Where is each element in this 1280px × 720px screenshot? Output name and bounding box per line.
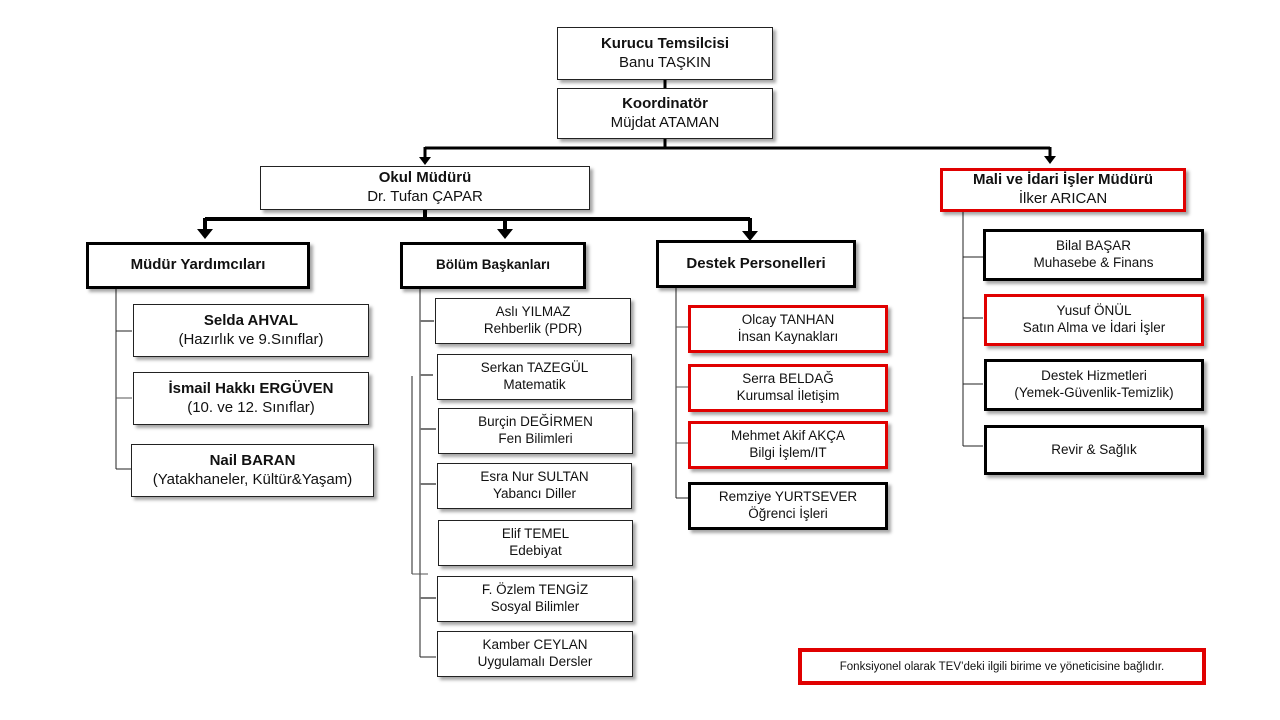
department-heads-header: Bölüm Başkanları: [400, 242, 586, 289]
vice-principal-card: İsmail Hakkı ERGÜVEN (10. ve 12. Sınıfla…: [133, 372, 369, 425]
department-head-name: Kamber CEYLAN: [482, 637, 588, 653]
finance-admin-card-line2: (Yemek-Güvenlik-Temizlik): [1014, 385, 1174, 400]
finance-admin-card: Bilal BAŞAR Muhasebe & Finans: [983, 229, 1204, 281]
finance-admin-card-line1: Bilal BAŞAR: [1055, 238, 1132, 254]
support-staff-card: Serra BELDAĞ Kurumsal İletişim: [688, 364, 888, 412]
finance-admin-card-line2: Satın Alma ve İdari İşler: [1022, 320, 1166, 335]
department-head-card: Burçin DEĞİRMEN Fen Bilimleri: [438, 408, 633, 454]
department-head-card: Elif TEMEL Edebiyat: [438, 520, 633, 566]
vice-principal-role: (Yatakhaneler, Kültür&Yaşam): [152, 470, 353, 488]
finance-admin-card-line2: Muhasebe & Finans: [1033, 255, 1154, 270]
vice-principal-name: İsmail Hakkı ERGÜVEN: [168, 379, 334, 397]
vice-principal-name: Selda AHVAL: [203, 311, 299, 329]
principal-name: Dr. Tufan ÇAPAR: [367, 188, 483, 205]
finance-admin-box: Mali ve İdari İşler Müdürü İlker ARICAN: [940, 168, 1186, 212]
principal-title: Okul Müdürü: [378, 169, 472, 187]
support-staff-name: Olcay TANHAN: [741, 312, 835, 328]
footnote-box: Fonksiyonel olarak TEV’deki ilgili birim…: [798, 648, 1206, 685]
department-head-name: Esra Nur SULTAN: [480, 469, 589, 485]
department-head-dept: Fen Bilimleri: [498, 431, 573, 446]
support-staff-name: Serra BELDAĞ: [742, 371, 834, 387]
finance-admin-card: Revir & Sağlık: [984, 425, 1204, 475]
arrow-to-depts: [497, 229, 513, 239]
department-head-card: F. Özlem TENGİZ Sosyal Bilimler: [437, 576, 633, 622]
coordinator-title: Koordinatör: [622, 94, 708, 112]
finance-admin-name: İlker ARICAN: [1018, 190, 1108, 207]
support-staff-card: Olcay TANHAN İnsan Kaynakları: [688, 305, 888, 353]
department-head-dept: Yabancı Diller: [492, 486, 577, 501]
vice-principals-header: Müdür Yardımcıları: [86, 242, 310, 289]
department-head-dept: Edebiyat: [509, 543, 562, 558]
support-staff-card: Remziye YURTSEVER Öğrenci İşleri: [688, 482, 888, 530]
finance-admin-card: Destek Hizmetleri (Yemek-Güvenlik-Temizl…: [984, 359, 1204, 411]
department-head-dept: Rehberlik (PDR): [483, 321, 583, 336]
finance-admin-card: Yusuf ÖNÜL Satın Alma ve İdari İşler: [984, 294, 1204, 346]
support-staff-header: Destek Personelleri: [656, 240, 856, 288]
coordinator-box: Koordinatör Müjdat ATAMAN: [557, 88, 773, 139]
department-head-name: Burçin DEĞİRMEN: [478, 414, 593, 430]
founder-box: Kurucu Temsilcisi Banu TAŞKIN: [557, 27, 773, 80]
founder-name: Banu TAŞKIN: [619, 53, 711, 71]
arrow-to-vice: [197, 229, 213, 239]
support-staff-unit: Kurumsal İletişim: [736, 388, 840, 403]
finance-admin-title: Mali ve İdari İşler Müdürü: [972, 171, 1154, 189]
support-staff-name: Mehmet Akif AKÇA: [730, 428, 846, 444]
support-staff-unit: İnsan Kaynakları: [737, 329, 839, 344]
department-head-dept: Sosyal Bilimler: [490, 599, 580, 614]
vice-principal-card: Selda AHVAL (Hazırlık ve 9.Sınıflar): [133, 304, 369, 357]
support-staff-title: Destek Personelleri: [686, 254, 826, 272]
support-staff-unit: Bilgi İşlem/IT: [749, 445, 827, 460]
support-staff-card: Mehmet Akif AKÇA Bilgi İşlem/IT: [688, 421, 888, 469]
arrow-to-support: [742, 231, 758, 241]
founder-title: Kurucu Temsilcisi: [600, 34, 730, 52]
finance-admin-card-line1: Revir & Sağlık: [1051, 441, 1137, 457]
vice-principals-title: Müdür Yardımcıları: [130, 256, 266, 274]
department-head-card: Serkan TAZEGÜL Matematik: [437, 354, 632, 400]
vice-principal-card: Nail BARAN (Yatakhaneler, Kültür&Yaşam): [131, 444, 374, 497]
vice-principal-role: (Hazırlık ve 9.Sınıflar): [178, 330, 324, 348]
footnote-text: Fonksiyonel olarak TEV’deki ilgili birim…: [839, 660, 1165, 673]
support-staff-name: Remziye YURTSEVER: [718, 489, 858, 505]
vice-principal-name: Nail BARAN: [209, 451, 296, 469]
department-head-name: Serkan TAZEGÜL: [480, 360, 589, 376]
department-heads-title: Bölüm Başkanları: [435, 257, 551, 273]
department-head-name: F. Özlem TENGİZ: [481, 582, 589, 598]
department-head-name: Aslı YILMAZ: [495, 304, 571, 320]
principal-box: Okul Müdürü Dr. Tufan ÇAPAR: [260, 166, 590, 210]
arrow-to-principal: [419, 157, 431, 165]
department-head-card: Esra Nur SULTAN Yabancı Diller: [437, 463, 632, 509]
department-head-card: Kamber CEYLAN Uygulamalı Dersler: [437, 631, 633, 677]
department-head-name: Elif TEMEL: [501, 526, 570, 542]
coordinator-name: Müjdat ATAMAN: [610, 113, 720, 131]
arrow-to-finance: [1044, 156, 1056, 164]
department-head-card: Aslı YILMAZ Rehberlik (PDR): [435, 298, 631, 344]
finance-admin-card-line1: Destek Hizmetleri: [1041, 368, 1147, 384]
support-staff-unit: Öğrenci İşleri: [748, 506, 828, 521]
finance-admin-card-line1: Yusuf ÖNÜL: [1056, 303, 1132, 319]
department-head-dept: Uygulamalı Dersler: [477, 654, 593, 669]
vice-principal-role: (10. ve 12. Sınıflar): [187, 398, 315, 416]
department-head-dept: Matematik: [503, 377, 566, 392]
